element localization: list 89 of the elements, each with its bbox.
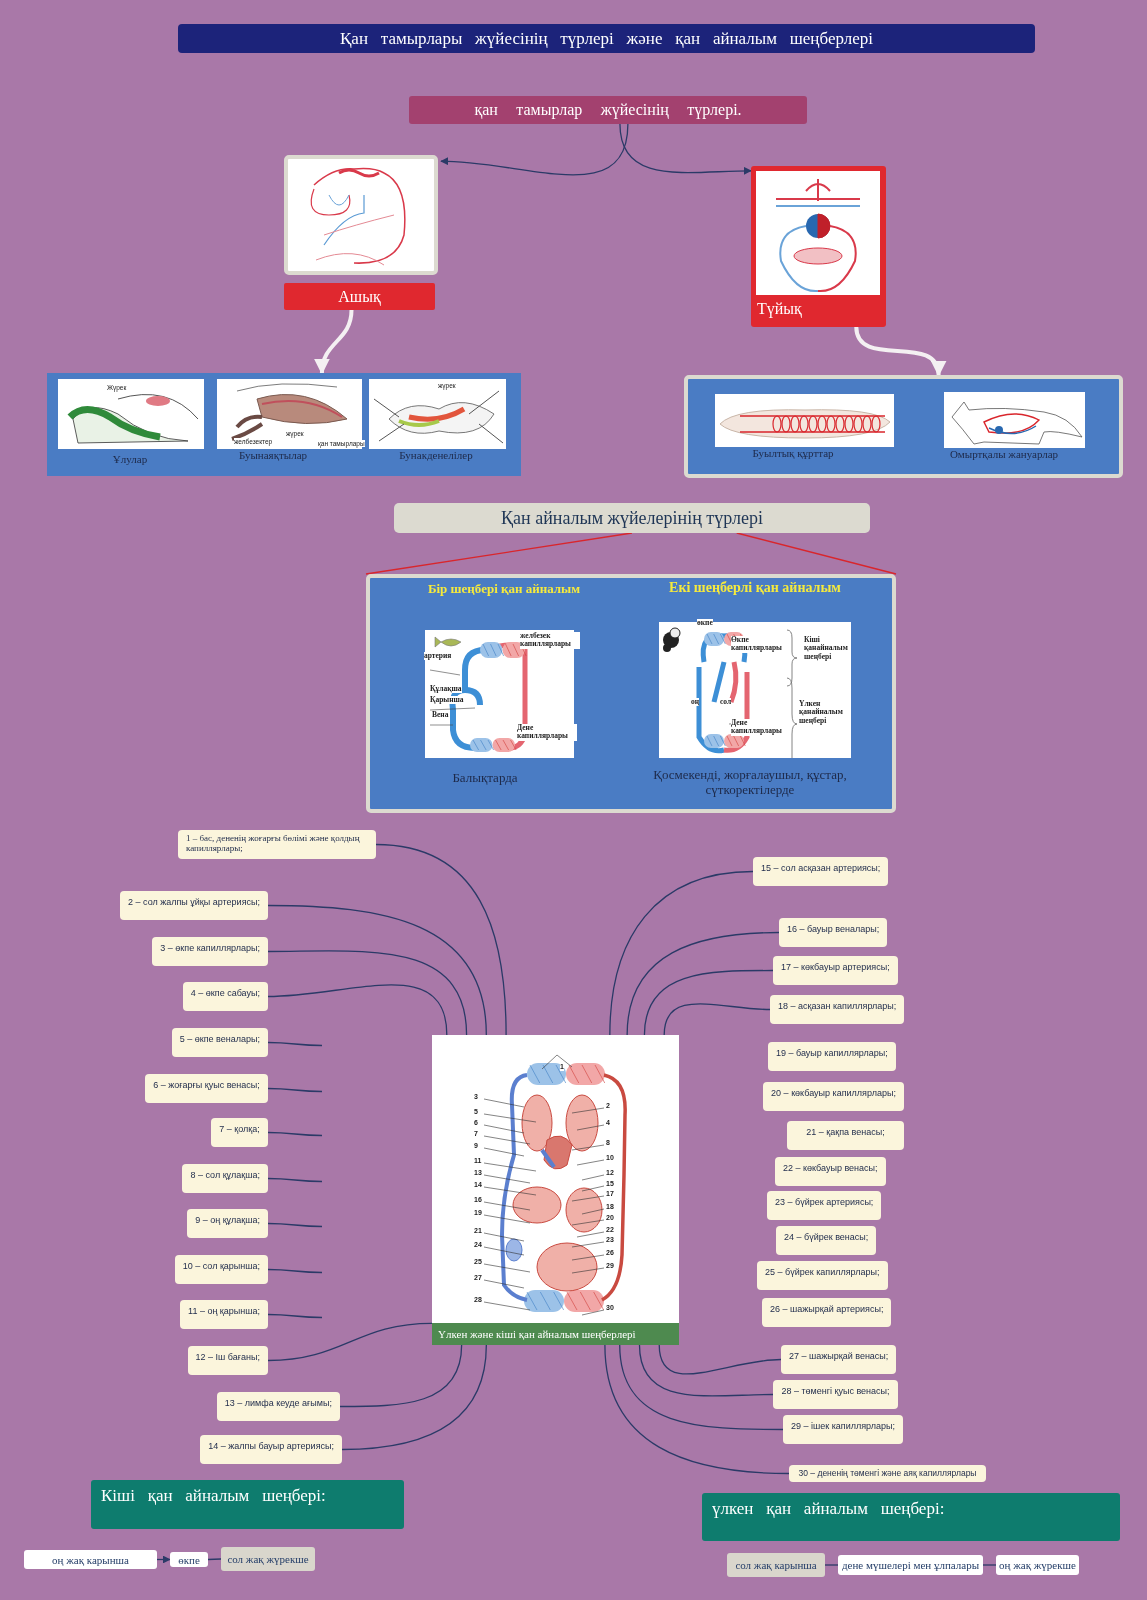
callout-label: 13 – лимфа кеуде ағымы;: [216, 1392, 340, 1421]
leader-line: [341, 1344, 487, 1451]
panel-heading: Екі шеңберлі қан айналым: [668, 580, 842, 597]
leader-line: [663, 1003, 771, 1036]
node-label: Балықтарда: [451, 771, 519, 786]
step-box: оң жақ карынша: [24, 1550, 157, 1569]
arrow: [619, 123, 752, 175]
title-banner: Қан тамырлары жүйесінің түрлері және қан айналым шеңберлері: [178, 24, 1035, 53]
node-label: Омыртқалы жануарлар: [948, 448, 1060, 461]
node-label: Ұлулар: [111, 453, 149, 466]
callout-label: 25 – бүйрек капиллярлары;: [757, 1261, 888, 1290]
leader-line: [267, 1268, 323, 1274]
type-label: Түйық: [757, 300, 803, 319]
step-box: өкпе: [170, 1552, 208, 1567]
arrow: [156, 1555, 171, 1564]
arrow: [315, 309, 354, 375]
callout-label: 6 – жоғарғы қуыс венасы;: [145, 1074, 268, 1103]
callout-label: 16 – бауыр веналары;: [779, 918, 888, 947]
leader-line: [626, 931, 780, 1036]
leader-line: [267, 1313, 323, 1319]
callout-label: 1 – бас, дененің жоғарғы бөлімі және қолдың капиллярлары;: [178, 830, 376, 859]
type-label: Ашық: [284, 283, 435, 310]
step-box: сол жақ карынша: [727, 1553, 825, 1577]
node-label: Буылтық құрттар: [751, 447, 835, 460]
connector-line: [365, 532, 633, 575]
callout-label: 10 – сол қарынша;: [174, 1255, 268, 1284]
heading-box: Кіші қан айналым шеңбері:: [91, 1480, 404, 1529]
leader-line: [267, 1041, 323, 1047]
leader-line: [658, 1344, 782, 1375]
callout-label: 26 – шажырқай артериясы;: [762, 1298, 892, 1327]
leader-line: [604, 1344, 790, 1475]
callout-label: 21 – қақпа венасы;: [787, 1121, 904, 1150]
callout-label: 22 – көкбауыр венасы;: [775, 1157, 886, 1186]
callout-label: 24 – бүйрек венасы;: [776, 1226, 877, 1255]
example-panel: [684, 375, 1123, 478]
leader-line: [267, 1087, 323, 1093]
callout-label: 29 – ішек капиллярлары;: [783, 1415, 904, 1444]
topic-box: Қан айналым жүйелерінің түрлері: [394, 503, 870, 533]
step-box: дене мүшелері мен ұлпалары: [838, 1555, 983, 1575]
step-box: оң жақ жүрекше: [996, 1555, 1079, 1575]
callout-label: 9 – оң құлақша;: [187, 1209, 268, 1238]
leader-line: [267, 950, 468, 1036]
callout-label: 8 – сол құлақша;: [182, 1164, 268, 1193]
leader-line: [638, 1344, 774, 1397]
callout-label: 28 – төменгі қуыс венасы;: [773, 1380, 898, 1409]
figure-caption: Үлкен және кіші қан айналым шеңберлері: [432, 1323, 679, 1345]
arrow: [854, 326, 944, 377]
callout-label: 15 – сол асқазан артериясы;: [753, 857, 889, 886]
callout-label: 12 – Іш бағаны;: [187, 1346, 268, 1375]
callout-label: 3 – өкпе капиллярлары;: [152, 937, 268, 966]
callout-label: 7 – қолқа;: [211, 1118, 268, 1147]
connector-line: [982, 1564, 997, 1566]
leader-line: [267, 984, 448, 1036]
connector-line: [207, 1558, 222, 1561]
leader-line: [267, 1222, 323, 1228]
callout-label: 11 – оң қарынша;: [180, 1300, 268, 1329]
callout-label: 23 – бүйрек артериясы;: [767, 1191, 882, 1220]
panel-heading: Бір шеңбері қан айналым: [426, 582, 582, 597]
step-box: сол жақ жүрекше: [221, 1547, 315, 1571]
leader-line: [619, 1344, 784, 1431]
callout-label: 17 – көкбауыр артериясы;: [773, 956, 898, 985]
node-label: Буынаяқтылар: [237, 449, 309, 462]
leader-line: [375, 843, 507, 1036]
topic-box: қан тамырлар жүйесінің түрлері.: [409, 96, 807, 124]
callout-label: 19 – бауыр капиллярлары;: [768, 1042, 896, 1071]
callout-label: 2 – сол жалпы ұйқы артериясы;: [120, 891, 268, 920]
example-panel: [47, 373, 521, 476]
node-label: Бунакденелілер: [398, 449, 474, 462]
callout-label: 4 – өкпе сабауы;: [182, 982, 268, 1011]
leader-line: [267, 1322, 433, 1362]
leader-line: [339, 1344, 463, 1408]
callout-label: 27 – шажырқай венасы;: [781, 1345, 897, 1374]
callout-label: 5 – өкпе веналары;: [171, 1028, 268, 1057]
connector-line: [736, 532, 897, 575]
leader-line: [609, 870, 754, 1036]
circulation-panel: [366, 574, 896, 813]
callout-label: 30 – дененің төменгі және аяқ капиллярлары: [789, 1465, 986, 1482]
type-card: [751, 166, 886, 327]
callout-label: 20 – көкбауыр капиллярлары;: [763, 1082, 904, 1111]
leader-line: [267, 1131, 323, 1137]
node-label: Қосмекенді, жорғалаушыл, құстар, сүткоректілерде: [652, 768, 848, 798]
callout-label: 14 – жалпы бауыр артериясы;: [200, 1435, 342, 1464]
arrow: [440, 123, 629, 176]
heading-box: үлкен қан айналым шеңбері:: [702, 1493, 1120, 1541]
leader-line: [643, 969, 774, 1036]
connector-line: [824, 1564, 839, 1566]
leader-line: [267, 904, 487, 1036]
callout-label: 18 – асқазан капиллярлары;: [770, 995, 905, 1024]
leader-line: [267, 1177, 323, 1183]
